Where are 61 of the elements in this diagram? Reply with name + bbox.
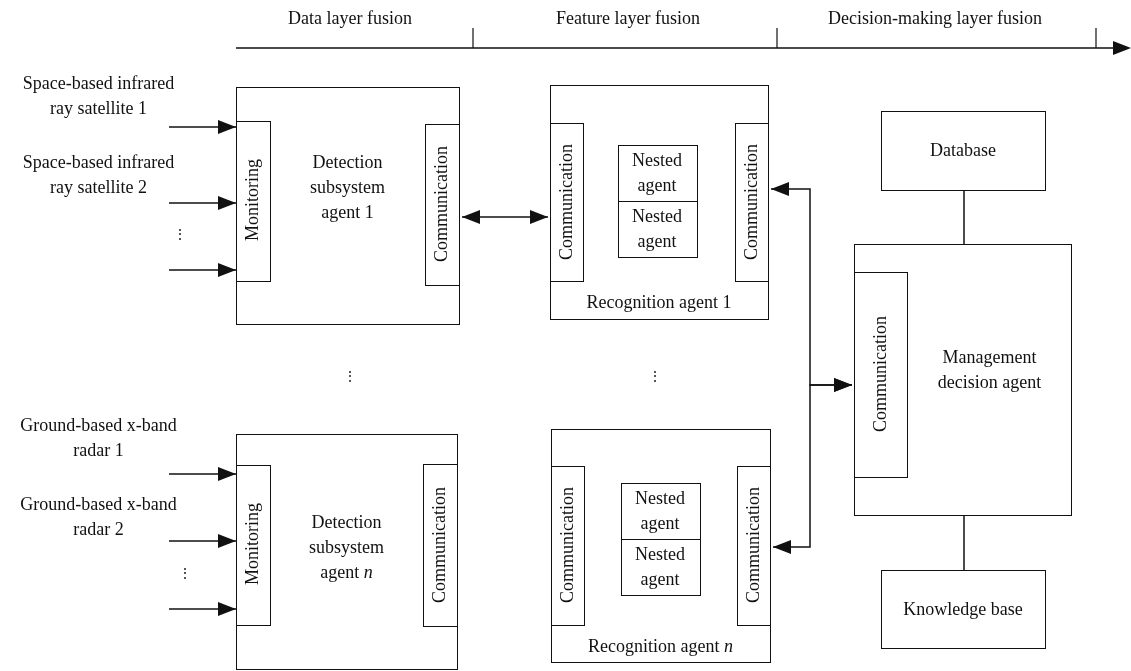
module-box [235, 120, 271, 282]
module-name: Communication [554, 143, 577, 260]
ellipsis: ⋮ [173, 226, 187, 244]
module-name: Communication [739, 143, 762, 260]
nested-agent-box [620, 482, 701, 540]
agent-box [551, 429, 771, 663]
arrow [168, 602, 237, 616]
module-box [734, 122, 769, 282]
nested-agent-box [620, 538, 701, 596]
source-name: Space-based infrared ray satellite 1 [21, 71, 176, 120]
store-box [881, 570, 1046, 649]
agent-name: Nested agent [634, 542, 686, 591]
ellipsis: ⋮ [343, 368, 357, 386]
arrow [168, 196, 237, 210]
module-box [549, 122, 584, 282]
axis-label: Feature layer fusion [556, 7, 700, 30]
agent-box [854, 244, 1072, 516]
ellipsis: ⋮ [178, 565, 192, 583]
module-box [736, 465, 771, 626]
nested-agent-box [617, 144, 698, 202]
store-box [881, 111, 1046, 191]
module-name: Monitoring [241, 503, 263, 586]
agent-name: Nested agent [634, 486, 686, 535]
agent-box [236, 434, 458, 670]
module-box [853, 271, 908, 478]
store-name: Knowledge base [903, 597, 1023, 621]
module-name: Communication [428, 486, 450, 603]
module-name: Communication [868, 316, 891, 432]
module-box [424, 123, 460, 286]
source-name: Space-based infrared ray satellite 2 [21, 150, 176, 199]
store-name: Database [930, 139, 996, 162]
agent-name: Recognition agent n [588, 635, 733, 658]
agent-name: Detection subsystem agent n [308, 510, 385, 584]
module-box [550, 465, 585, 626]
nested-agent-box [617, 200, 698, 258]
module-box [422, 463, 458, 627]
agent-box [550, 85, 769, 320]
module-name: Monitoring [241, 159, 263, 242]
connector-line [963, 515, 965, 571]
agent-name: Recognition agent 1 [586, 291, 732, 314]
agent-name: Detection subsystem agent 1 [309, 150, 386, 224]
connector-line [963, 190, 965, 245]
source-name: Ground-based x-band radar 1 [19, 413, 178, 462]
arrow [772, 378, 853, 554]
module-name: Communication [555, 487, 578, 603]
arrow [168, 120, 237, 134]
module-name: Communication [741, 487, 764, 603]
agent-name: Nested agent [631, 148, 683, 197]
arrow [168, 467, 237, 481]
agent-name: Nested agent [631, 204, 683, 253]
axis-label: Data layer fusion [288, 7, 412, 30]
axis-label: Decision-making layer fusion [828, 7, 1042, 30]
module-box [235, 464, 271, 626]
arrow [168, 263, 237, 277]
ellipsis: ⋮ [648, 368, 662, 386]
agent-box [236, 87, 460, 325]
arrow [168, 534, 237, 548]
arrow [461, 210, 549, 224]
module-name: Communication [430, 146, 452, 262]
source-name: Ground-based x-band radar 2 [19, 492, 178, 538]
agent-name: Management decision agent [936, 345, 1043, 394]
